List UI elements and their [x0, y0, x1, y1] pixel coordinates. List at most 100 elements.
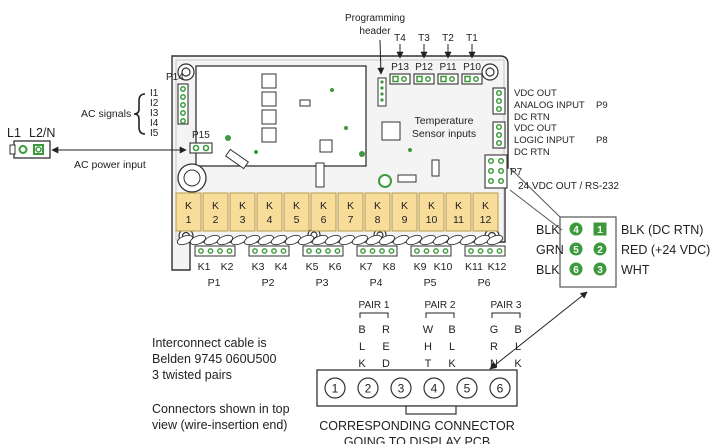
- temperature-pin: [464, 75, 471, 83]
- connector-pin-number: 3: [398, 382, 405, 396]
- relay-k-label: K: [320, 200, 327, 212]
- cable-note-2: Belden 9745 060U500: [152, 352, 276, 366]
- pair-letter: B: [448, 324, 455, 336]
- p7-pinout-box: [559, 216, 617, 288]
- crystal: [431, 159, 440, 177]
- pair-letter: G: [490, 324, 499, 336]
- p9-analog-input: ANALOG INPUT: [514, 100, 585, 111]
- relay-terminal-label: K9: [414, 261, 427, 273]
- relay: [472, 192, 499, 232]
- relay: [391, 192, 418, 232]
- p9-connector: [492, 87, 506, 115]
- corresponding-connector-label: CORRESPONDING CONNECTOR: [319, 419, 515, 433]
- relay-number-label: 6: [321, 214, 327, 226]
- relay-terminal-pin: [442, 248, 449, 254]
- relay-terminal-pin: [379, 248, 385, 254]
- temperature-connector-label: P11: [439, 62, 456, 73]
- p9-dc-rtn: DC RTN: [514, 112, 550, 123]
- relay-terminal-pin: [388, 248, 395, 254]
- relay-terminal-pin: [306, 248, 312, 254]
- varistor: [351, 234, 369, 246]
- daughter-board-vias: [225, 88, 412, 157]
- p15-connector: [189, 142, 213, 154]
- temperature-input-label: T2: [442, 33, 454, 44]
- p8-vdc-out: VDC OUT: [514, 123, 557, 134]
- varistor: [419, 234, 437, 246]
- ac-power-input-label: AC power input: [74, 159, 146, 171]
- l1-label: L1: [7, 126, 21, 140]
- relay-number-label: 10: [426, 214, 438, 226]
- varistor: [473, 234, 491, 246]
- pinout-pin-right: [593, 262, 607, 276]
- relay-k-label: K: [428, 200, 435, 212]
- varistor: [446, 234, 464, 246]
- relay: [310, 192, 337, 232]
- relay: [337, 192, 364, 232]
- relay-terminal-pin: [280, 248, 287, 254]
- relay-terminal-label: K1: [198, 261, 211, 273]
- varistor: [230, 234, 248, 246]
- varistor: [365, 234, 383, 246]
- temperature-connector: [461, 73, 483, 85]
- p14-label: P14: [166, 72, 184, 83]
- relay-terminal-block: [302, 245, 344, 257]
- pair-letter: W: [423, 324, 434, 336]
- relay-terminal-block: [194, 245, 236, 257]
- connector-pin: [423, 377, 445, 399]
- p8-p9-pin: [495, 139, 503, 147]
- p8-label: P8: [596, 135, 608, 146]
- pair-letter: B: [358, 324, 365, 336]
- temperature-pin: [392, 75, 399, 83]
- temperature-arrows: [396, 44, 476, 59]
- relay-terminal-label: K5: [306, 261, 319, 273]
- varistor: [486, 234, 504, 246]
- p15-label: P15: [192, 130, 210, 141]
- ac-plug-pin: [33, 144, 44, 155]
- relay-k-label: K: [401, 200, 408, 212]
- connector-pin: [390, 377, 412, 399]
- varistor: [243, 234, 261, 246]
- relay-terminal-label: K3: [252, 261, 265, 273]
- pair-letter: R: [490, 341, 498, 353]
- relay-terminal-pin: [496, 248, 503, 254]
- ac-signal-input-label: I2: [150, 98, 159, 109]
- p8-p9-pin: [495, 131, 503, 139]
- relay-number-label: 7: [348, 214, 354, 226]
- cable-note-3: 3 twisted pairs: [152, 368, 232, 382]
- p8-dc-rtn: DC RTN: [514, 147, 550, 158]
- p7-description: 24 VDC OUT / RS-232: [518, 181, 619, 192]
- varistor: [324, 234, 342, 246]
- pair-letter: B: [514, 324, 521, 336]
- pair-label: PAIR 2: [425, 300, 456, 311]
- pinout-pin-right: [593, 242, 607, 256]
- relay-number-label: 3: [240, 214, 246, 226]
- pair-letter: L: [449, 341, 455, 353]
- relay-terminal-pin: [271, 248, 277, 254]
- programming-header-pins: [380, 80, 384, 102]
- programming-header-label: Programming: [345, 13, 405, 24]
- programming-header-arrow: [377, 39, 385, 75]
- relay-terminal-block: [356, 245, 398, 257]
- pinout-pin-number-left: 6: [573, 265, 579, 276]
- p15-pin: [192, 144, 200, 152]
- connector-pin: [456, 377, 478, 399]
- pinout-pin-left: [569, 242, 583, 256]
- p8-p9-pin: [495, 105, 503, 113]
- p7-leader-top: [509, 167, 561, 218]
- varistor: [257, 234, 275, 246]
- relay: [364, 192, 391, 232]
- temperature-connector-label: P10: [463, 62, 481, 73]
- relay-k-label: K: [347, 200, 354, 212]
- p8-connector: [492, 121, 506, 149]
- p7-pin: [497, 167, 505, 175]
- p7-pin: [497, 177, 505, 185]
- p8-p9-pin: [495, 123, 503, 131]
- relay-terminal-label: K12: [488, 261, 507, 273]
- pair-letter: T: [425, 358, 432, 370]
- temperature-connector: [437, 73, 459, 85]
